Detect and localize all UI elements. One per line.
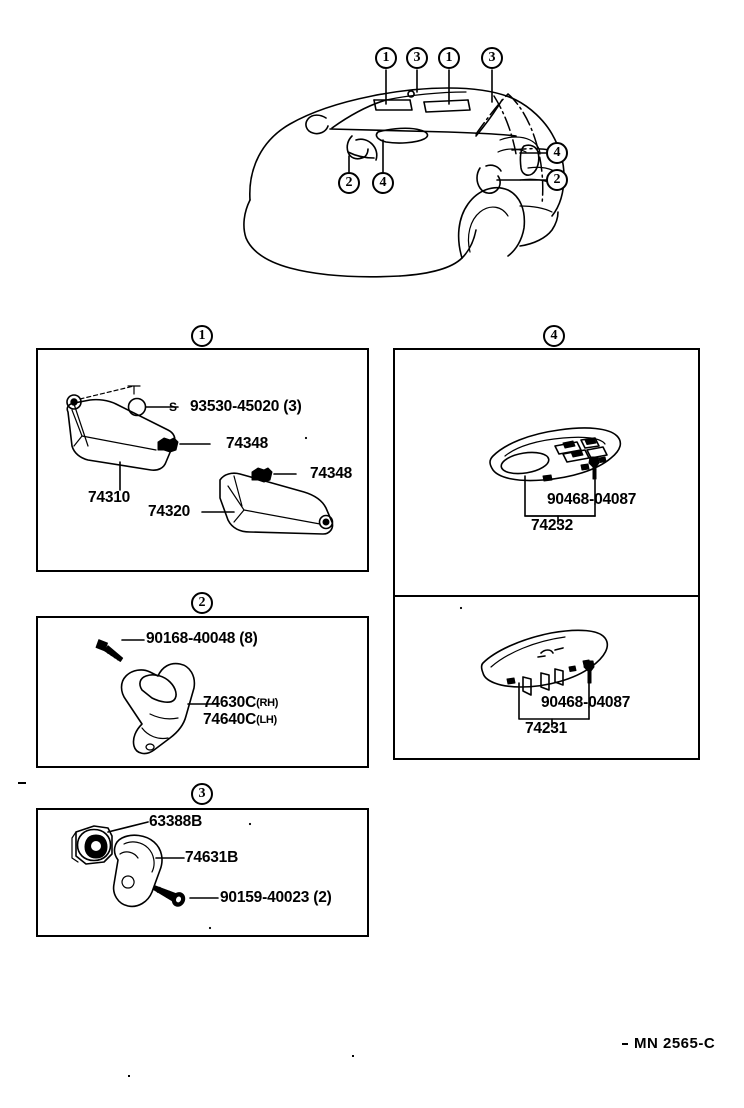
panel-4-roof-console: 90468-04087 74232: [393, 348, 700, 760]
print-artifact-dot-left: [18, 782, 26, 784]
part-label-90159-40023: 90159-40023 (2): [220, 889, 332, 906]
part-label-74348-upper: 74348: [226, 435, 269, 452]
part-label-74640c: 74640C(LH): [203, 711, 277, 728]
panel-4-marker: 4: [543, 325, 565, 347]
part-label-74631b: 74631B: [185, 849, 239, 866]
panel-2-marker: 2: [191, 592, 213, 614]
part-label-74320: 74320: [148, 503, 191, 520]
part-label-90468-04087-lower: 90468-04087: [541, 694, 631, 711]
panel-2-assist-grip: 90168-40048 (8) 74630C(RH) 74640C(LH): [36, 616, 369, 768]
vehicle-overview-diagram: 1 3 1 3 4 2 2 4: [0, 0, 744, 300]
part-label-74630c: 74630C(RH): [203, 694, 279, 711]
panel-4-divider: [393, 595, 700, 597]
panel-1-sun-visor: 93530-45020 (3) 74348 74310 74348 74320 …: [36, 348, 369, 572]
part-label-63388b: 63388B: [149, 813, 203, 830]
vehicle-callout-2-right: 2: [546, 169, 568, 191]
part-label-74232: 74232: [531, 517, 574, 534]
part-label-90468-04087-upper: 90468-04087: [547, 491, 637, 508]
footer-document-code: MN 2565-C: [634, 1035, 716, 1052]
symbol-s-marker: S: [169, 400, 177, 414]
vehicle-callout-4-lower: 4: [372, 172, 394, 194]
vehicle-callout-3-right: 3: [481, 47, 503, 69]
print-artifact-dot-right: [622, 1043, 628, 1045]
vehicle-callout-4-right: 4: [546, 142, 568, 164]
vehicle-callout-3-left: 3: [406, 47, 428, 69]
part-label-74348-lower: 74348: [310, 465, 353, 482]
print-artifact-dot-mid: [352, 1055, 354, 1057]
panel-4-upper-cell: 90468-04087 74232: [395, 350, 698, 610]
part-label-74310: 74310: [88, 489, 131, 506]
vehicle-callout-1-left: 1: [375, 47, 397, 69]
part-label-93530-45020: 93530-45020 (3): [190, 398, 302, 415]
panel-1-marker: 1: [191, 325, 213, 347]
panel-4-lower-cell: 90468-04087 74231: [395, 597, 698, 758]
vehicle-callout-2-lower: 2: [338, 172, 360, 194]
panel-3-marker: 3: [191, 783, 213, 805]
vehicle-callout-1-right: 1: [438, 47, 460, 69]
panel-3-visor-holder: 63388B 74631B 90159-40023 (2): [36, 808, 369, 937]
print-artifact-dot-lower: [128, 1075, 130, 1077]
part-label-90168-40048: 90168-40048 (8): [146, 630, 258, 647]
part-label-74231: 74231: [525, 720, 568, 737]
